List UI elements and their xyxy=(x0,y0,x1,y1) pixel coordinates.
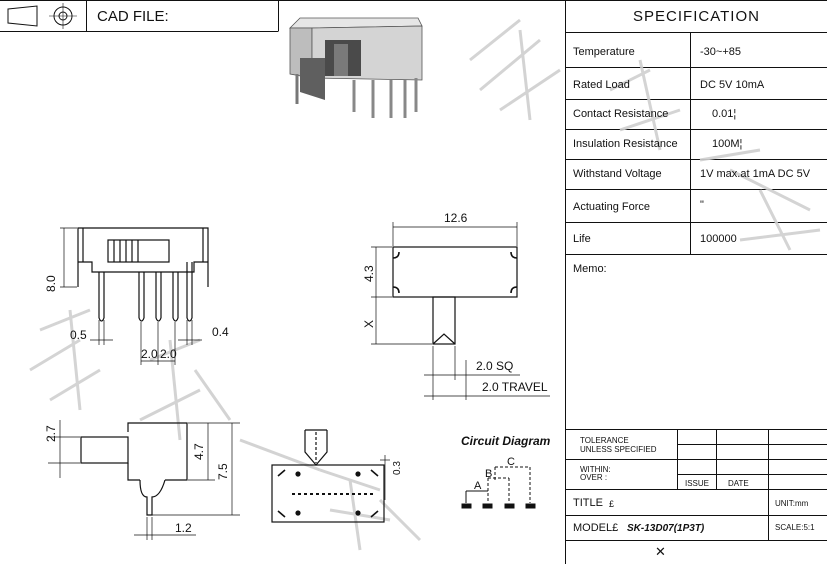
product-photo xyxy=(289,17,423,118)
circuit-label-a: A xyxy=(474,480,482,492)
dim-1-2: 1.2 xyxy=(175,521,192,535)
dim-7-5: 7.5 xyxy=(216,463,230,480)
circuit-diagram xyxy=(461,466,536,509)
dim-2-0-a: 2.0 xyxy=(141,347,158,361)
dim-12-6: 12.6 xyxy=(444,211,468,225)
dim-4-7: 4.7 xyxy=(192,443,206,460)
circuit-diagram-title: Circuit Diagram xyxy=(461,434,551,448)
date-label: DATE xyxy=(728,479,749,488)
title-label: TITLE xyxy=(573,497,603,509)
front-view-drawing xyxy=(60,227,209,365)
over-label: OVER : xyxy=(580,473,608,482)
projection-symbol-icon xyxy=(7,3,77,29)
spec-label-temperature: Temperature xyxy=(573,46,635,58)
spec-label-actuating-force: Actuating Force xyxy=(573,201,651,213)
dim-8-0: 8.0 xyxy=(44,275,58,292)
within-label: WITHIN: xyxy=(580,465,611,474)
unit-label: UNIT:mm xyxy=(775,499,809,508)
dim-2-7: 2.7 xyxy=(44,425,58,442)
title-mark: £ xyxy=(609,499,615,509)
spec-label-rated-load: Rated Load xyxy=(573,79,630,91)
dim-0-3: 0.3 xyxy=(392,461,403,475)
close-icon[interactable]: ✕ xyxy=(655,544,666,559)
spec-label-life: Life xyxy=(573,233,591,245)
spec-value-temperature: -30~+85 xyxy=(700,46,741,58)
spec-value-contact-resistance: 0.01¦ xyxy=(712,108,737,120)
dim-0-5: 0.5 xyxy=(70,328,87,342)
dim-2-0-sq: 2.0 SQ xyxy=(476,359,513,373)
top-view-drawing xyxy=(371,222,550,400)
spec-table-grid xyxy=(565,32,827,541)
spec-value-insulation-resistance: 100M¦ xyxy=(712,138,743,150)
unless-specified-label: UNLESS SPECIFIED xyxy=(580,445,657,454)
spec-label-contact-resistance: Contact Resistance xyxy=(573,108,669,120)
spec-value-rated-load: DC 5V 10mA xyxy=(700,79,765,91)
issue-label: ISSUE xyxy=(685,479,710,488)
spec-value-withstand-voltage: 1V max.at 1mA DC 5V xyxy=(700,168,811,180)
dim-0-4: 0.4 xyxy=(212,325,229,339)
side-view-drawing xyxy=(48,420,240,540)
dim-4-3: 4.3 xyxy=(362,265,376,282)
tolerance-label: TOLERANCE xyxy=(580,436,629,445)
spec-title: SPECIFICATION xyxy=(633,8,760,25)
dimension-labels: 8.0 0.5 2.0 2.0 0.4 12.6 4.3 X 2.0 SQ 2.… xyxy=(44,211,551,535)
scale-label: SCALE:5:1 xyxy=(775,523,815,532)
spec-label-insulation-resistance: Insulation Resistance xyxy=(573,138,678,150)
spec-value-life: 100000 xyxy=(700,233,737,245)
circuit-label-c: C xyxy=(507,456,515,468)
dim-2-0-travel: 2.0 TRAVEL xyxy=(482,380,548,394)
model-value: SK-13D07(1P3T) xyxy=(627,523,705,534)
spec-value-actuating-force: " xyxy=(700,199,704,211)
dim-x: X xyxy=(362,320,376,328)
spec-label-withstand-voltage: Withstand Voltage xyxy=(573,168,662,180)
memo-label: Memo: xyxy=(573,263,607,275)
bottom-view-drawing xyxy=(271,429,390,523)
circuit-label-b: B xyxy=(485,468,492,480)
dim-2-0-b: 2.0 xyxy=(160,347,177,361)
cad-file-label: CAD FILE: xyxy=(97,8,169,25)
model-label: MODEL£ xyxy=(573,522,619,534)
